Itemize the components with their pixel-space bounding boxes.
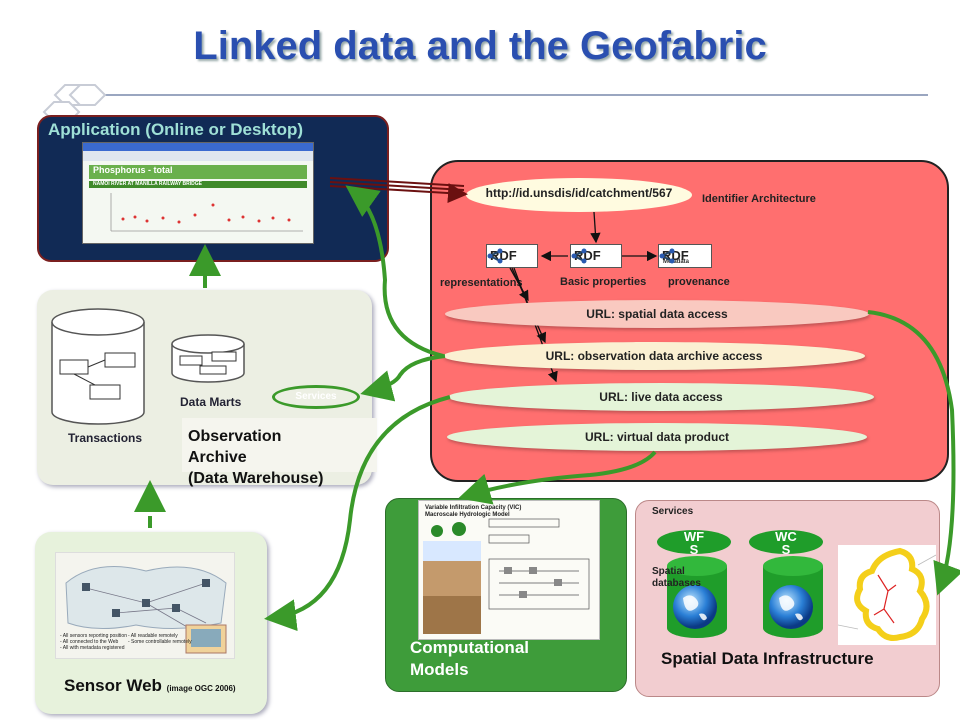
sensor-network-illustration (65, 566, 227, 654)
provenance-label: provenance (668, 276, 730, 288)
rdf-graph-icon (487, 248, 503, 264)
rdf-metadata-text: Metadata (663, 259, 690, 265)
models-line-2: Models (410, 660, 469, 679)
sensor-note: - All with metadata registered (60, 645, 125, 651)
url-spatial-data-access[interactable]: URL: spatial data access (445, 300, 869, 328)
url-live-data-access[interactable]: URL: live data access (448, 383, 874, 411)
computational-models-label: Computational Models (410, 637, 529, 681)
archive-label-background (182, 418, 377, 472)
vic-model-image: Variable Infiltration Capacity (VIC) Mac… (418, 500, 600, 640)
rdf-metadata-icon: RDF Metadata (658, 244, 712, 268)
database-cylinder-1 (667, 556, 727, 638)
screenshot-subtitle: NAMOI RIVER AT MANILLA RAILWAY BRIDGE (93, 181, 202, 187)
observation-to-services-arrow (360, 354, 446, 402)
sensor-notes-left: - All sensors reporting position - All c… (60, 633, 127, 651)
sensor-notes-right: - All readable remotely - Some controlla… (128, 633, 192, 645)
spatial-line-2: databases (652, 578, 701, 589)
sensor-note: - All sensors reporting position (60, 633, 127, 639)
representations-label: representations (440, 277, 523, 289)
sensor-web-image: - All sensors reporting position - All c… (55, 552, 235, 659)
rdf-graph-icon (571, 248, 587, 264)
catchment-map-image (837, 545, 937, 645)
database-cylinder-2 (763, 556, 823, 638)
archive-line-3: (Data Warehouse) (188, 470, 324, 487)
sensor-web-caption: (image OGC 2006) (166, 684, 236, 693)
sensor-note: - Some controllable remotely (128, 639, 192, 645)
basic-properties-label: Basic properties (560, 276, 647, 288)
rdf-graph-icon (659, 248, 675, 264)
transactions-label: Transactions (68, 431, 143, 445)
archive-line-1: Observation (188, 428, 282, 445)
sdi-label: Spatial Data Infrastructure (661, 649, 874, 668)
live-to-sensor-arrow (264, 395, 451, 632)
observation-to-application-arrow (345, 185, 444, 358)
wfs-line-1: WF (683, 529, 705, 544)
page-title: Linked data and the Geofabric (193, 24, 767, 68)
application-uri-link (329, 177, 468, 204)
wcs-line-2: S (781, 542, 791, 557)
sdi-services-label: Services (652, 506, 694, 517)
wfs-line-2: S (689, 542, 699, 557)
url-virtual-data-product[interactable]: URL: virtual data product (447, 423, 867, 451)
catchment-uri: http://id.unsdis/id/catchment/567 (466, 178, 692, 212)
application-screenshot: Phosphorus - total NAMOI RIVER AT MANILL… (82, 142, 314, 244)
spatial-line-1: Spatial (652, 566, 685, 577)
title-rule (88, 94, 928, 96)
sensor-note: - All readable remotely (128, 633, 178, 639)
observation-archive-label: Observation Archive (Data Warehouse) (188, 426, 323, 489)
vic-model-title: Variable Infiltration Capacity (VIC) Mac… (425, 505, 522, 518)
screenshot-title: Phosphorus - total (93, 165, 173, 175)
vic-model-diagram (423, 518, 590, 634)
rdf-basic-properties-icon: RDF (570, 244, 622, 268)
models-line-1: Computational (410, 638, 529, 657)
identifier-architecture-label: Identifier Architecture (702, 193, 816, 205)
catchment-outline (837, 547, 937, 641)
wcs-line-1: WC (775, 529, 797, 544)
archive-line-2: Archive (188, 449, 247, 466)
application-label: Application (Online or Desktop) (48, 120, 304, 139)
sensor-note: - All connected to the Web (60, 639, 119, 645)
screenshot-plot (110, 193, 303, 232)
spatial-to-sdi-arrow (867, 310, 960, 596)
data-marts-label: Data Marts (180, 395, 242, 409)
virtual-to-models-arrow (458, 450, 657, 505)
warehouse-services-badge: Services (272, 385, 360, 409)
rdf-representations-icon: RDF (486, 244, 538, 268)
sensor-web-title: Sensor Web (64, 676, 162, 695)
url-observation-archive-access[interactable]: URL: observation data archive access (443, 342, 865, 370)
sensor-web-label: Sensor Web (image OGC 2006) (64, 676, 236, 696)
